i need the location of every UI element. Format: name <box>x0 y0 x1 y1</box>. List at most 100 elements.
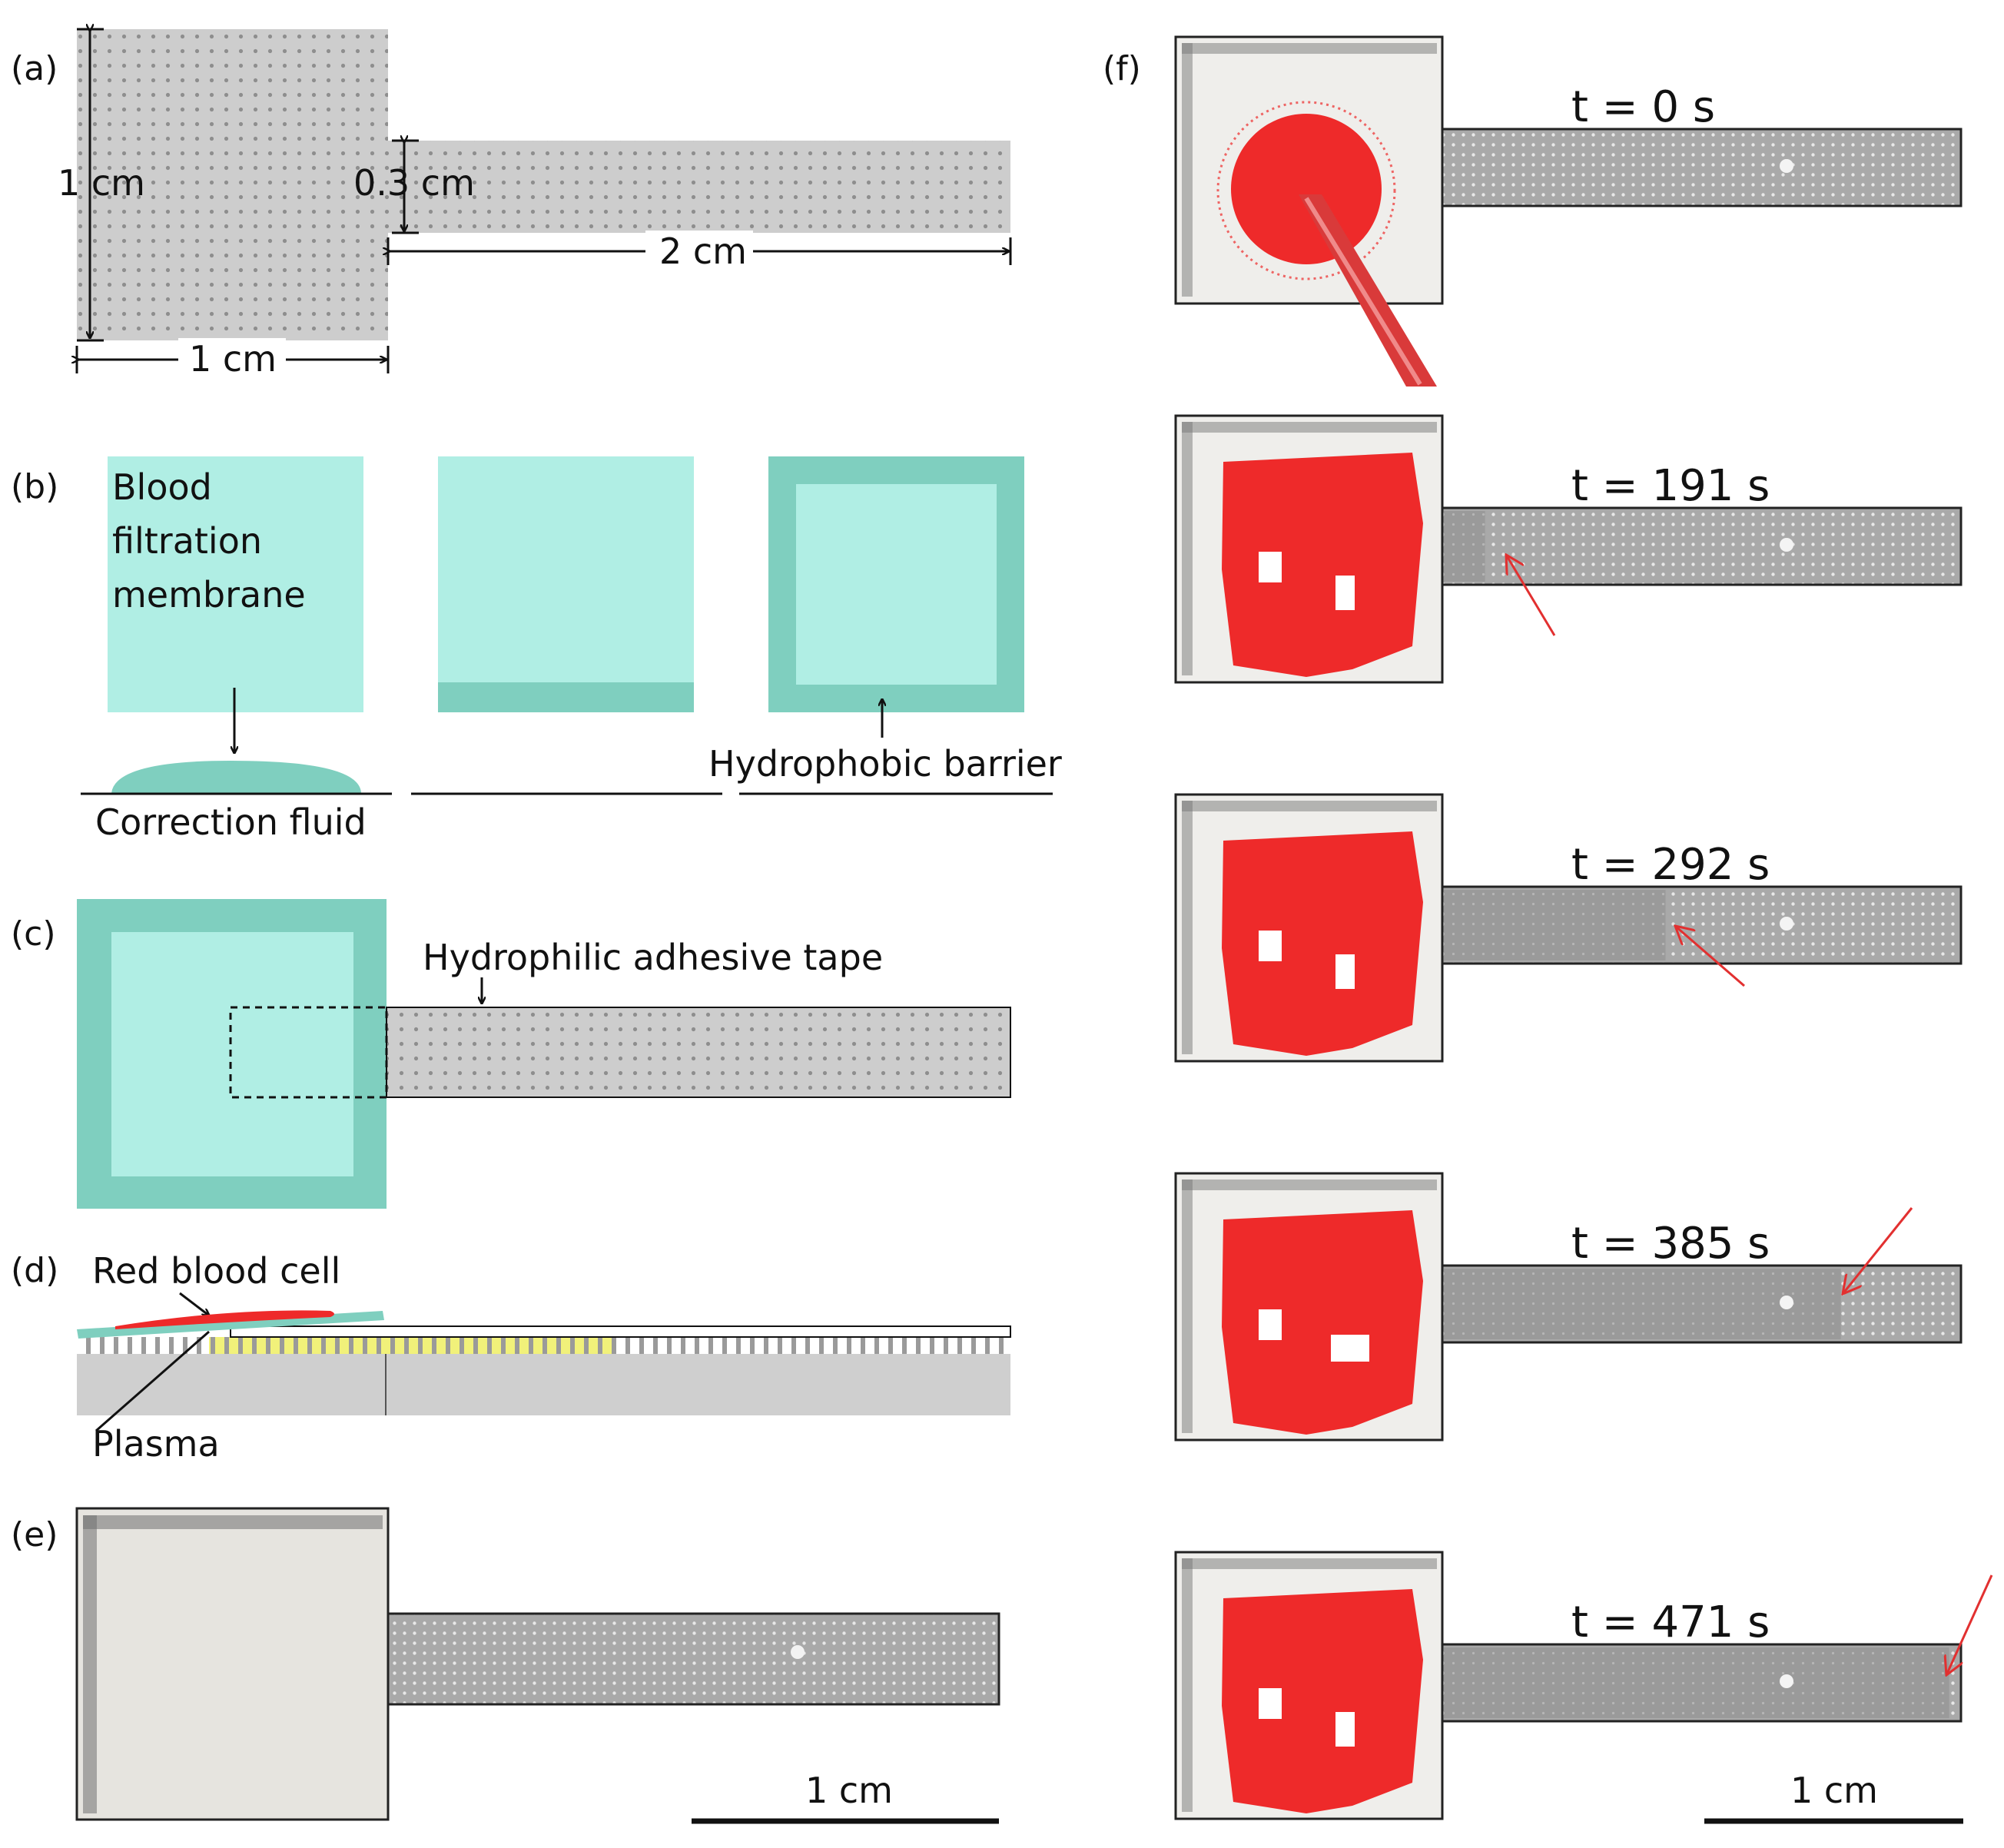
time-label-2: t = 292 s <box>1571 840 1770 890</box>
pad-edge-shadow <box>1182 801 1437 811</box>
blood-spread <box>1222 831 1423 1056</box>
hydrophobic-barrier-label: Hydrophobic barrier <box>708 743 1062 785</box>
width-dimension-label: 1 cm <box>189 338 277 380</box>
time-label-4: t = 471 s <box>1571 1598 1770 1647</box>
pad-edge-shadow <box>83 1515 383 1529</box>
substrate-layer <box>77 1354 1010 1415</box>
time-label-1: t = 191 s <box>1571 461 1770 511</box>
blood-halo <box>1216 101 1396 280</box>
frame-1: t = 191 s <box>1174 414 1963 684</box>
red-blood-cell-label: Red blood cell <box>92 1250 340 1292</box>
plasma-front-fill <box>1444 890 1666 960</box>
membrane-window <box>1259 1309 1282 1340</box>
channel-spot <box>1780 1674 1793 1688</box>
membrane-window <box>1331 1335 1369 1362</box>
frame-0: t = 0 s <box>1174 35 1963 387</box>
hydrophilic-tape-label: Hydrophilic adhesive tape <box>423 937 883 978</box>
tape-cover <box>230 1325 1011 1338</box>
panel-a-label: (a) <box>11 49 58 88</box>
plasma-front-fill <box>1444 1269 1841 1339</box>
blood-spread <box>1222 1589 1423 1813</box>
blood-spread <box>1222 1210 1423 1435</box>
membrane-inner <box>796 484 997 685</box>
panel-e: (e) 1 cm <box>11 1507 1000 1824</box>
frame-2: t = 292 s <box>1174 793 1963 1063</box>
red-blood-cell-layer <box>115 1310 334 1329</box>
pad-edge-shadow <box>1182 422 1193 675</box>
plasma-label: Plasma <box>92 1423 220 1465</box>
sample-pad-schematic <box>77 29 388 340</box>
barrier-strip <box>438 682 694 712</box>
height-dimension-label: 1 cm <box>58 162 145 204</box>
plasma-filled-pillars <box>209 1337 616 1354</box>
channel-length-dimension-label: 2 cm <box>659 231 747 272</box>
panel-e-label: (e) <box>11 1515 58 1554</box>
scale-bar-label-f: 1 cm <box>1790 1770 1878 1811</box>
membrane-text-line-1: Blood <box>112 466 212 508</box>
label-mask <box>645 231 753 272</box>
panel-f-label: (f) <box>1103 49 1141 88</box>
membrane-window <box>1259 931 1282 961</box>
filtration-membrane <box>108 456 363 712</box>
label-mask <box>178 338 286 380</box>
pad-edge-shadow <box>1182 1179 1437 1190</box>
frame-channel <box>1441 506 1963 586</box>
frame-4: t = 471 s <box>1174 1551 1993 1820</box>
hydrophilic-tape-channel <box>386 1007 1011 1098</box>
correction-fluid-label: Correction fluid <box>95 801 367 843</box>
blood-spread <box>1222 453 1423 677</box>
pad-edge-shadow <box>1182 1558 1437 1569</box>
panel-c-label: (c) <box>11 914 56 954</box>
time-label-3: t = 385 s <box>1571 1219 1770 1269</box>
panel-b-label: (b) <box>11 467 58 506</box>
time-label-0: t = 0 s <box>1571 82 1715 132</box>
time-lapse-frames: t = 0 s t = 191 s t = 292 s t = 385 s t = 47… <box>1174 35 1993 1820</box>
pipette-highlight <box>1304 197 1422 386</box>
membrane-window <box>1335 1712 1355 1747</box>
channel-spot <box>1780 538 1793 552</box>
pad-edge-shadow <box>1182 1179 1193 1433</box>
membrane-window <box>1335 576 1355 610</box>
channel-spot <box>1780 159 1793 173</box>
plasma-front-fill <box>1444 511 1485 582</box>
panel-a: (a) 1 cm 1 cm 0.3 cm 2 cm <box>11 29 1012 380</box>
membrane-partial-barrier <box>438 456 694 712</box>
membrane-text-line-2: filtration <box>112 520 262 562</box>
rbc-pointer-arrow <box>179 1292 209 1315</box>
membrane-inner <box>111 932 353 1176</box>
pad-edge-shadow <box>1182 43 1193 297</box>
blood-drop <box>1231 114 1382 264</box>
device-photo-channel <box>387 1612 1000 1706</box>
frame-channel <box>1441 128 1963 207</box>
channel-spot <box>1780 917 1793 931</box>
panel-d-label: (d) <box>11 1251 58 1290</box>
panel-d: (d) Red blood cell Plasma <box>11 1250 1011 1465</box>
channel-spot <box>1780 1296 1793 1309</box>
pad-edge-shadow <box>1182 1558 1193 1812</box>
frame-3: t = 385 s <box>1174 1172 1963 1442</box>
pad-edge-shadow <box>1182 422 1437 433</box>
membrane-window <box>1259 1688 1282 1719</box>
plasma-front-arrow <box>1675 926 1745 987</box>
plasma-front-arrow <box>1506 555 1556 636</box>
membrane-window <box>1259 552 1282 582</box>
membrane-window <box>1335 954 1355 989</box>
panel-c: (c) Hydrophilic adhesive tape <box>11 899 1011 1209</box>
scale-bar-label: 1 cm <box>805 1770 893 1811</box>
membrane-text-line-3: membrane <box>112 574 306 615</box>
plasma-pointer-line <box>95 1330 210 1432</box>
panel-f: (f) t = 0 st = 191 st = 292 st = 385 st … <box>1103 35 1993 1824</box>
plasma-front-fill <box>1444 1647 1949 1718</box>
channel-spot <box>791 1645 805 1659</box>
pad-edge-shadow <box>1182 801 1193 1054</box>
plasma-front-arrow <box>1946 1574 1993 1675</box>
pad-edge-shadow <box>1182 43 1437 54</box>
panel-b: (b) Blood filtration membrane Correction… <box>11 456 1062 843</box>
device-photo-pad <box>75 1507 390 1821</box>
plasma-front-arrow <box>1843 1207 1913 1294</box>
pad-edge-shadow <box>83 1515 97 1813</box>
correction-fluid-drop <box>111 761 361 793</box>
channel-height-dimension-label: 0.3 cm <box>353 162 475 204</box>
tape-under-membrane-outline <box>229 1006 388 1099</box>
channel-schematic <box>388 141 1010 233</box>
